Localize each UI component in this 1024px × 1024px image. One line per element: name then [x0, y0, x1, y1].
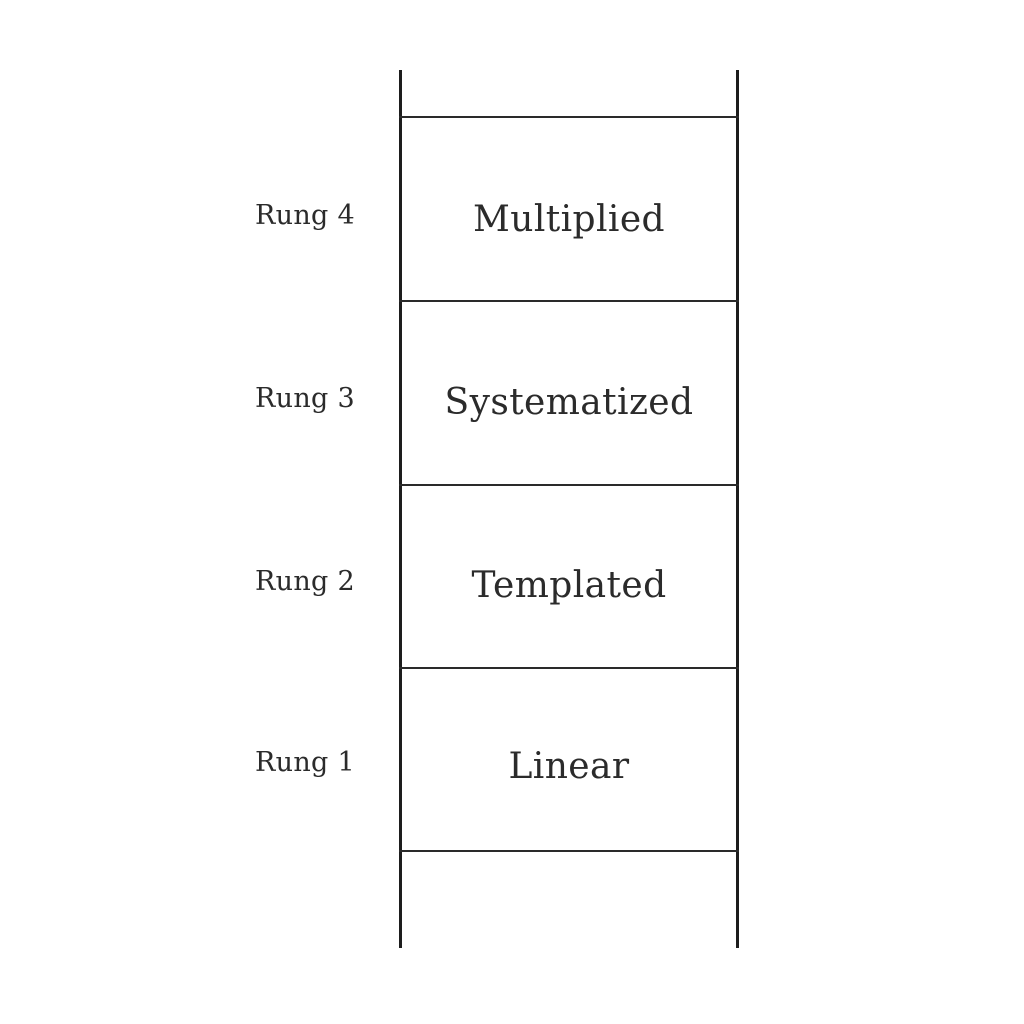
rung-cell-1[interactable]: Linear	[401, 669, 737, 850]
rung-label-2: Rung 2	[255, 566, 355, 597]
ladder-rail-left	[399, 70, 402, 948]
rung-bar-top	[399, 116, 739, 118]
rung-text-3: Systematized	[444, 382, 694, 423]
rung-bar-bottom	[399, 850, 739, 852]
rung-bar-2-1	[399, 667, 739, 669]
rung-bar-3-2	[399, 484, 739, 486]
rung-cell-3[interactable]: Systematized	[401, 302, 737, 484]
ladder-stub-top	[401, 70, 737, 116]
rung-cell-2[interactable]: Templated	[401, 486, 737, 667]
rung-label-3: Rung 3	[255, 383, 355, 414]
rung-label-4: Rung 4	[255, 200, 355, 231]
ladder-stub-bottom	[401, 852, 737, 948]
rung-text-4: Multiplied	[473, 199, 665, 240]
rung-text-2: Templated	[471, 565, 667, 606]
rung-cell-4[interactable]: Multiplied	[401, 118, 737, 300]
rung-text-1: Linear	[508, 746, 630, 787]
ladder-rail-right	[736, 70, 739, 948]
rung-label-1: Rung 1	[255, 747, 355, 778]
rung-bar-4-3	[399, 300, 739, 302]
